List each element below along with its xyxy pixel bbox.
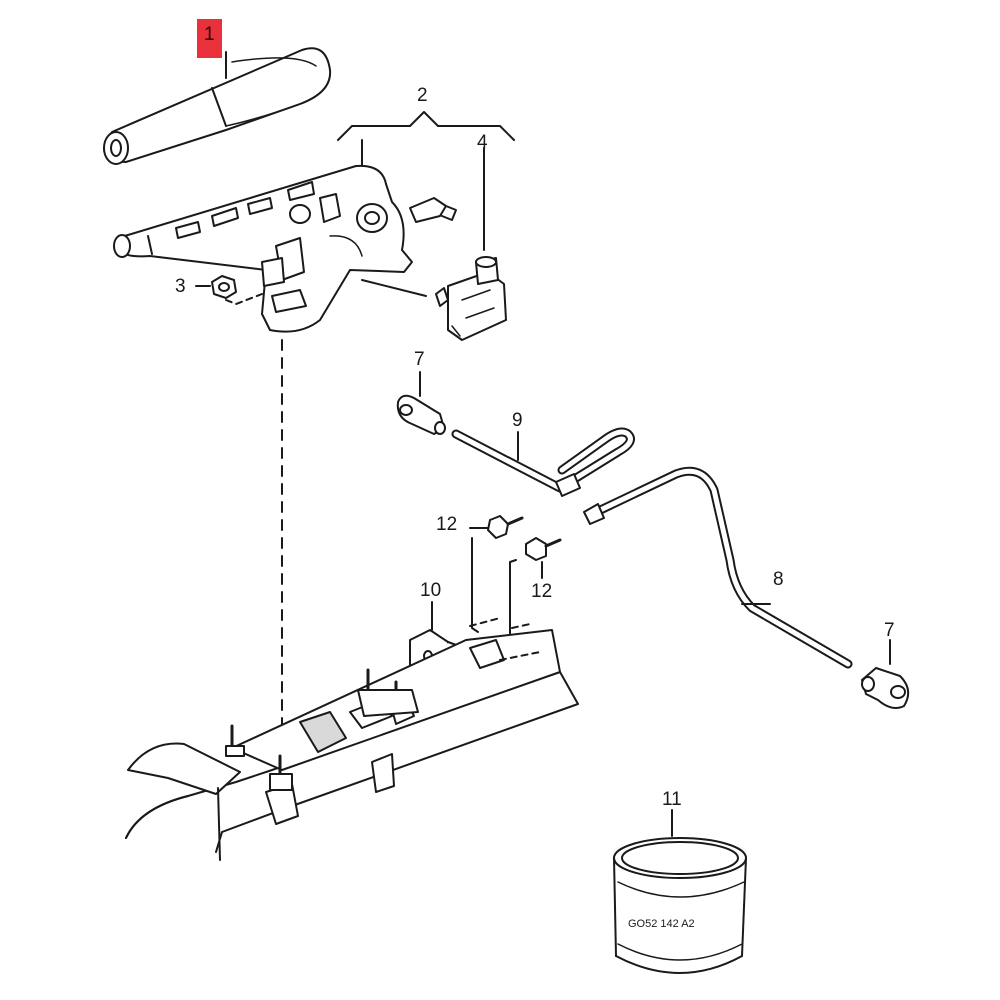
part-11-sleeve — [613, 837, 747, 974]
callout-10: 10 — [420, 580, 442, 601]
part-7-cable-eyelet-lower — [861, 667, 910, 709]
callout-12-upper: 12 — [436, 514, 458, 535]
callout-7-upper: 7 — [414, 349, 425, 370]
bracket-2 — [337, 111, 515, 141]
part-1-grip-handle — [103, 47, 332, 165]
part-12-adjust-nut-upper — [469, 515, 524, 633]
callout-12-lower: 12 — [531, 581, 553, 602]
part-2-lever-assembly — [113, 164, 457, 333]
part-4-switch — [435, 256, 507, 341]
callout-4: 4 — [477, 132, 488, 153]
part-12-adjust-nut-lower — [509, 537, 562, 655]
part-7-cable-eyelet-upper — [396, 394, 446, 435]
callout-7-lower: 7 — [884, 620, 895, 641]
callout-1: 1 — [197, 19, 222, 58]
callout-8: 8 — [773, 569, 784, 590]
callout-11: 11 — [662, 789, 682, 810]
part-8-cable — [583, 466, 853, 669]
part-11-code-label: GO52 142 A2 — [628, 918, 695, 930]
part-3-nut — [195, 275, 263, 305]
callout-2: 2 — [417, 85, 428, 106]
part-9-cable — [451, 427, 635, 497]
floor-tunnel — [125, 617, 579, 861]
callout-3: 3 — [175, 276, 186, 297]
callout-9: 9 — [512, 410, 523, 431]
